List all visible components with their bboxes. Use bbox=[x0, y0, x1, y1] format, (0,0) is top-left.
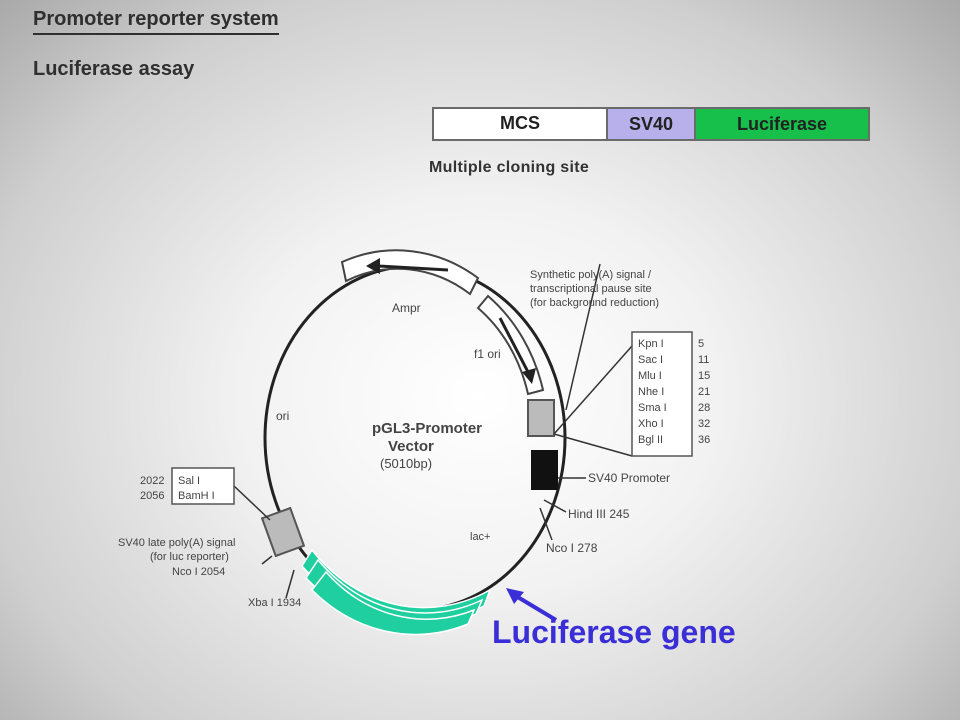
amp-label: Ampr bbox=[392, 301, 421, 315]
sal-name: Sal I bbox=[178, 475, 200, 487]
polya-label-1: Synthetic poly(A) signal / bbox=[530, 269, 652, 281]
ori-label: ori bbox=[276, 409, 289, 423]
mcs-site-position: 28 bbox=[698, 402, 710, 414]
plasmid-name-1: pGL3-Promoter bbox=[372, 420, 482, 437]
f1-arrowhead-icon bbox=[522, 368, 536, 384]
sv40-promoter-box bbox=[531, 450, 558, 490]
polya-label-3: (for background reduction) bbox=[530, 297, 659, 309]
amp-arrowhead-icon bbox=[366, 258, 380, 274]
mcs-site-name: Bgl II bbox=[638, 434, 663, 446]
mcs-site-name: Nhe I bbox=[638, 386, 664, 398]
mcs-caption: Multiple cloning site bbox=[429, 159, 590, 176]
mcs-sites-box bbox=[631, 331, 693, 457]
mcs-site-position: 21 bbox=[698, 386, 710, 398]
lac-label: lac+ bbox=[470, 531, 491, 543]
sv40-promoter-label: SV40 Promoter bbox=[588, 471, 670, 485]
mcs-site-name: Kpn I bbox=[638, 338, 664, 350]
polya-signal-box bbox=[527, 399, 555, 437]
sv40-segment: SV40 bbox=[606, 109, 696, 139]
mcs-site-name: Sac I bbox=[638, 354, 663, 366]
mcs-site-position: 5 bbox=[698, 338, 704, 350]
sal-bam-box bbox=[171, 467, 235, 505]
luciferase-gene-band-3 bbox=[311, 570, 476, 636]
luciferase-gene-label: Luciferase gene bbox=[492, 614, 736, 650]
late-polya-label-2: (for luc reporter) bbox=[150, 551, 229, 563]
hind-site-label: Hind III 245 bbox=[568, 507, 630, 521]
page-subtitle: Luciferase assay bbox=[33, 58, 195, 80]
late-polya-box bbox=[260, 506, 306, 558]
late-polya-label-1: SV40 late poly(A) signal bbox=[118, 537, 235, 549]
nco2-site-label: Nco I 2054 bbox=[172, 566, 225, 578]
mcs-site-position: 11 bbox=[698, 354, 709, 366]
f1-ori-label: f1 ori bbox=[474, 347, 501, 361]
sal-pos: 2022 bbox=[140, 475, 164, 487]
amp-direction-arrow bbox=[377, 264, 449, 272]
plasmid-name-2: Vector bbox=[388, 438, 434, 455]
mcs-site-name: Sma I bbox=[638, 402, 667, 414]
luciferase-segment: Luciferase bbox=[696, 109, 868, 139]
mcs-site-position: 15 bbox=[698, 370, 710, 382]
f1-ori-block bbox=[476, 294, 545, 396]
polya-label-2: transcriptional pause site bbox=[530, 283, 652, 295]
xba-site-label: Xba I 1934 bbox=[248, 597, 301, 609]
mcs-site-position: 32 bbox=[698, 418, 710, 430]
mcs-site-name: Mlu I bbox=[638, 370, 662, 382]
plasmid-size: (5010bp) bbox=[380, 456, 432, 471]
mcs-site-position: 36 bbox=[698, 434, 710, 446]
gene-pointer-arrowhead-icon bbox=[506, 588, 524, 604]
reporter-construct-bar: MCS SV40 Luciferase bbox=[432, 107, 870, 141]
gene-pointer-arrow bbox=[514, 594, 558, 622]
f1-direction-arrow bbox=[498, 317, 530, 373]
nco-site-label: Nco I 278 bbox=[546, 541, 598, 555]
mcs-segment: MCS bbox=[434, 109, 606, 139]
bam-pos: 2056 bbox=[140, 490, 164, 502]
page-title: Promoter reporter system bbox=[33, 8, 279, 35]
bam-name: BamH I bbox=[178, 490, 215, 502]
amp-gene-block bbox=[340, 249, 480, 296]
mcs-site-name: Xho I bbox=[638, 418, 664, 430]
